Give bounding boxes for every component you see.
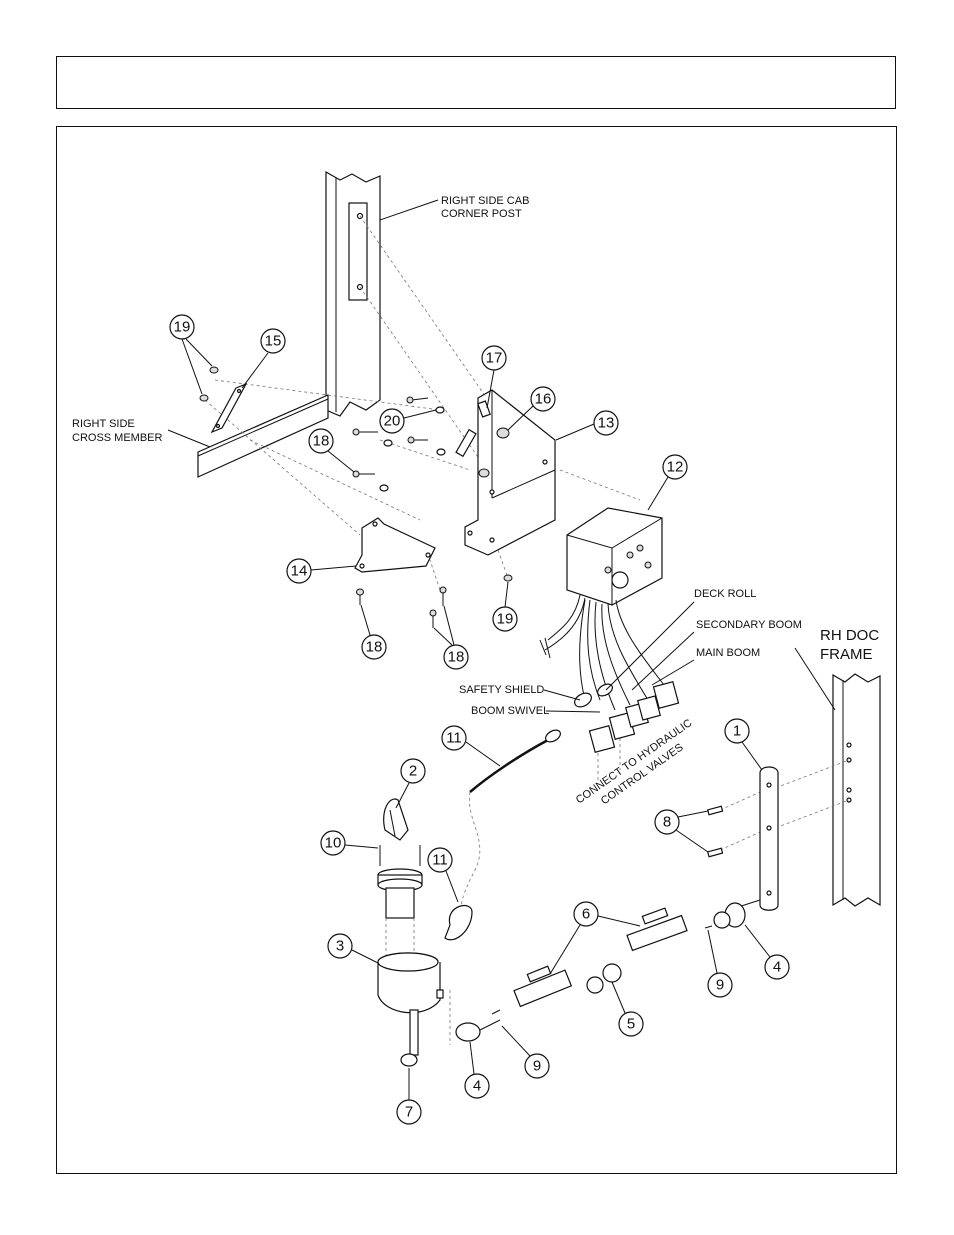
svg-text:10: 10 (325, 835, 342, 852)
bracket-part-14 (355, 518, 435, 572)
mount-plate-part-1 (735, 767, 778, 910)
callout-15: 15 (242, 329, 285, 388)
svg-text:7: 7 (405, 1104, 413, 1121)
label-rh-doc-2: FRAME (820, 646, 873, 663)
label-cab-post-1: RIGHT SIDE CAB (441, 195, 529, 207)
svg-text:9: 9 (533, 1058, 541, 1075)
callout-20: 20 (380, 409, 436, 433)
svg-text:2: 2 (409, 763, 417, 780)
cab-corner-post (326, 172, 380, 416)
svg-text:5: 5 (627, 1016, 635, 1033)
callout-19-low: 19 (493, 582, 517, 631)
svg-text:1: 1 (733, 723, 741, 740)
svg-text:18: 18 (448, 649, 465, 666)
control-box-part-12 (567, 508, 662, 605)
callout-11-top: 11 (442, 726, 500, 766)
svg-text:12: 12 (667, 459, 684, 476)
svg-text:19: 19 (174, 319, 191, 336)
bracket-part-13 (456, 390, 555, 555)
bolt-19-upper (200, 367, 218, 401)
callout-13: 13 (556, 411, 618, 440)
plate-part-15 (212, 384, 246, 432)
cross-member (198, 395, 328, 477)
label-deck-roll: DECK ROLL (694, 588, 756, 600)
cable-part-11 (445, 728, 562, 940)
bolts-lower-18-19 (357, 575, 513, 628)
svg-text:20: 20 (384, 413, 401, 430)
svg-text:15: 15 (265, 333, 282, 350)
callout-1: 1 (725, 719, 762, 770)
svg-text:9: 9 (716, 977, 724, 994)
callout-3: 3 (328, 934, 378, 963)
callout-6: 6 (550, 902, 640, 974)
swivel-shaft-parts (456, 903, 745, 1041)
label-safety-shield: SAFETY SHIELD (459, 684, 544, 696)
callout-11-low: 11 (428, 848, 458, 902)
callout-19-top: 19 (170, 315, 212, 394)
callout-8: 8 (655, 810, 708, 852)
callout-18-mid: 18 (309, 429, 354, 472)
callout-7: 7 (397, 1068, 421, 1124)
svg-text:3: 3 (336, 938, 344, 955)
label-cab-post-2: CORNER POST (441, 208, 522, 220)
svg-text:4: 4 (773, 959, 781, 976)
swivel-assembly-part-3 (378, 799, 443, 1066)
callout-14: 14 (287, 559, 356, 583)
svg-text:19: 19 (497, 611, 514, 628)
label-cross-member-2: CROSS MEMBER (72, 432, 163, 444)
callout-18-right: 18 (434, 606, 468, 669)
label-main-boom: MAIN BOOM (696, 647, 760, 659)
bolts-part-8 (708, 806, 723, 856)
callout-9-right: 9 (708, 930, 732, 997)
label-boom-swivel: BOOM SWIVEL (471, 705, 549, 717)
callout-4-right: 4 (745, 925, 789, 979)
svg-text:4: 4 (473, 1078, 481, 1095)
label-cross-member-1: RIGHT SIDE (72, 418, 135, 430)
callout-4-left: 4 (465, 1042, 489, 1098)
svg-text:16: 16 (535, 391, 552, 408)
svg-text:11: 11 (446, 730, 462, 747)
svg-text:6: 6 (582, 906, 590, 923)
label-secondary-boom: SECONDARY BOOM (696, 619, 802, 631)
svg-text:18: 18 (366, 639, 383, 656)
callout-9-left: 9 (502, 1026, 549, 1078)
callout-12: 12 (648, 455, 687, 510)
svg-text:11: 11 (432, 852, 448, 869)
svg-text:17: 17 (486, 350, 503, 367)
rh-doc-frame (833, 674, 880, 906)
callout-18-left: 18 (361, 605, 386, 659)
svg-text:18: 18 (313, 433, 330, 450)
callout-5: 5 (612, 982, 643, 1036)
callout-2: 2 (396, 759, 425, 808)
callout-10: 10 (321, 831, 378, 855)
svg-text:14: 14 (291, 563, 308, 580)
label-rh-doc-1: RH DOC (820, 627, 879, 644)
svg-text:13: 13 (598, 415, 615, 432)
svg-text:8: 8 (663, 814, 671, 831)
text-labels: RIGHT SIDE CAB CORNER POST RIGHT SIDE CR… (72, 195, 879, 819)
